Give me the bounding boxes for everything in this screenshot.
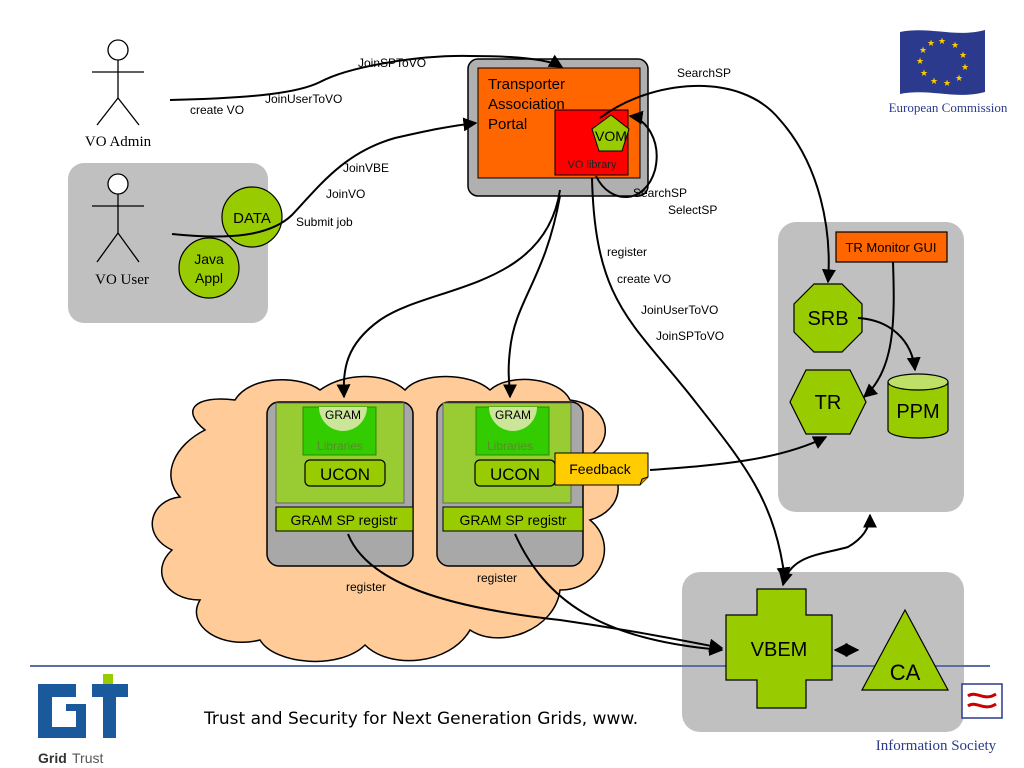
svg-text:★: ★ <box>916 57 924 67</box>
register-right-curve <box>514 533 724 656</box>
european-commission-logo: ★ ★ ★ ★ ★ ★ ★ ★ ★ ★ ★ <box>900 30 985 95</box>
tr-monitor-box <box>835 231 948 263</box>
user-to-portal-curve <box>171 117 478 238</box>
lbl-search-sp-top: SearchSP <box>677 66 731 80</box>
sp-node-left <box>266 401 414 567</box>
vbem-label: VBEM <box>751 639 808 661</box>
svg-text:★: ★ <box>955 74 963 84</box>
portal-title-1: Transporter <box>488 76 565 93</box>
admin-to-portal-curve <box>169 54 564 101</box>
lbl-create-vo-top: create VO <box>190 103 244 117</box>
lbl-join-user-to-vo-top: JoinUserToVO <box>265 92 342 106</box>
data-label: DATA <box>233 210 271 227</box>
vom-label: VOM <box>595 128 627 144</box>
eu-stars-icon: ★ ★ ★ ★ ★ ★ ★ ★ ★ ★ ★ <box>916 37 969 89</box>
svg-text:★: ★ <box>959 51 967 61</box>
vom-pentagon <box>591 114 630 152</box>
srb-label: SRB <box>807 308 848 330</box>
svg-text:★: ★ <box>919 46 927 56</box>
monitor-to-tr-curve <box>862 261 895 398</box>
java-appl-circle <box>178 237 240 299</box>
srb-octagon <box>793 283 863 353</box>
appl-label: Appl <box>195 270 223 286</box>
ca-label: CA <box>890 660 921 685</box>
registr-label-left: GRAM SP registr <box>290 512 397 528</box>
gridtrust-bold-label: Grid <box>38 750 67 766</box>
lbl-register-right: register <box>477 571 517 585</box>
portal-to-sp-right-curve <box>502 195 561 399</box>
svg-text:★: ★ <box>927 39 935 49</box>
ppm-label: PPM <box>896 401 939 423</box>
svg-text:★: ★ <box>920 69 928 79</box>
lbl-create-vo-mid: create VO <box>617 272 671 286</box>
footer-tagline: Trust and Security for Next Generation G… <box>203 709 638 729</box>
lbl-register-left: register <box>346 580 386 594</box>
information-society-logo <box>961 683 1003 719</box>
lbl-register-mid: register <box>607 245 647 259</box>
registr-label-right: GRAM SP registr <box>459 512 566 528</box>
tr-monitor-label: TR Monitor GUI <box>845 240 936 255</box>
gram-label-right: GRAM <box>495 408 531 422</box>
svg-text:★: ★ <box>961 63 969 73</box>
ucon-label-right: UCON <box>490 465 540 484</box>
tr-panel <box>778 222 964 512</box>
svg-text:★: ★ <box>943 79 951 89</box>
gridtrust-logo <box>38 674 128 738</box>
vo-admin-figure <box>92 39 144 126</box>
vbem-tr-link <box>779 513 877 587</box>
gridtrust-light-label: Trust <box>72 750 103 766</box>
feedback-curve <box>649 436 828 471</box>
lbl-join-user-to-vo-mid: JoinUserToVO <box>641 303 718 317</box>
portal-to-sp-left-curve <box>336 189 561 399</box>
lbl-submit-job: Submit job <box>296 215 353 229</box>
portal-title-2: Association <box>488 96 565 113</box>
lbl-join-sp-to-vo-top: JoinSPToVO <box>358 56 426 70</box>
vbem-cross <box>725 588 833 709</box>
feedback-label: Feedback <box>569 461 631 477</box>
lbl-join-vbe: JoinVBE <box>343 161 389 175</box>
feedback-note <box>554 452 649 486</box>
vo-user-figure <box>92 173 144 263</box>
ca-triangle <box>860 608 950 691</box>
vo-user-label: VO User <box>95 272 149 288</box>
gram-label-left: GRAM <box>325 408 361 422</box>
lbl-join-sp-to-vo-mid: JoinSPToVO <box>656 329 724 343</box>
vo-library-label: VO library <box>568 159 617 171</box>
vo-admin-label: VO Admin <box>85 134 152 150</box>
european-commission-label: European Commission <box>889 100 1008 115</box>
searchsp-curve <box>599 84 836 284</box>
java-label: Java <box>194 251 224 267</box>
svg-text:★: ★ <box>951 41 959 51</box>
data-circle <box>221 186 283 248</box>
tr-hexagon <box>789 369 867 435</box>
sp-node-right <box>436 401 584 567</box>
portal-title-3: Portal <box>488 116 527 133</box>
ucon-label-left: UCON <box>320 465 370 484</box>
ppm-cylinder <box>887 373 949 439</box>
svg-text:★: ★ <box>930 77 938 87</box>
portal-to-vbem-curve <box>591 177 791 582</box>
libraries-label-right: Libraries <box>487 439 533 453</box>
svg-text:★: ★ <box>938 37 946 47</box>
tr-label: TR <box>815 392 842 414</box>
lbl-join-vo: JoinVO <box>326 187 365 201</box>
connectors <box>169 54 921 657</box>
select-loop-curve <box>595 110 658 199</box>
srb-to-ppm-curve <box>857 317 921 372</box>
information-society-label: Information Society <box>876 738 997 754</box>
lbl-select-sp: SelectSP <box>668 203 717 217</box>
register-left-curve <box>347 533 724 653</box>
libraries-label-left: Libraries <box>317 439 363 453</box>
lbl-search-sp-mid: SearchSP <box>633 186 687 200</box>
